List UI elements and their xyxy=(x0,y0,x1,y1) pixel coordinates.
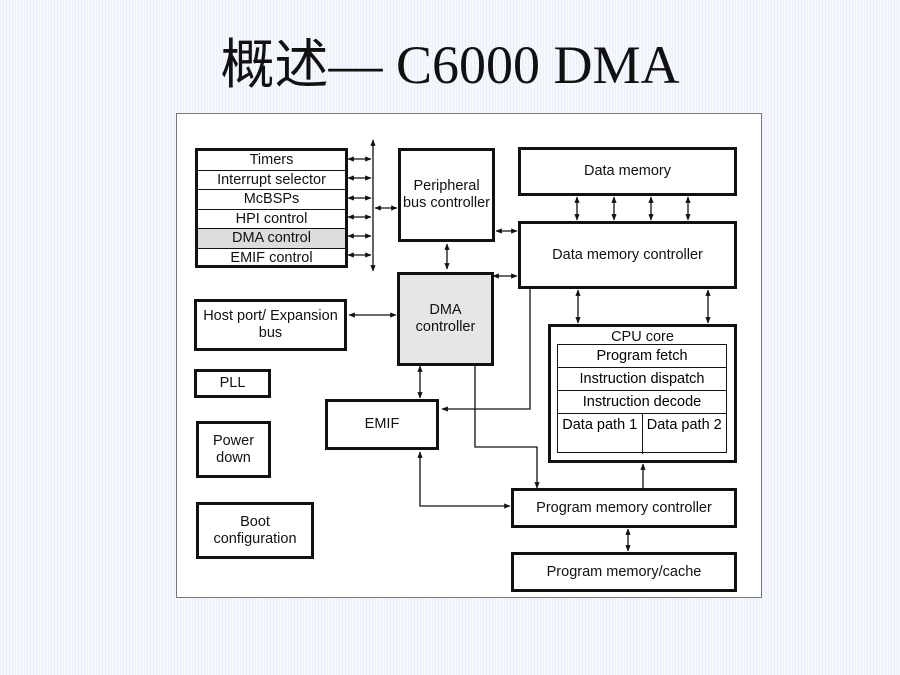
data-memory-box: Data memory xyxy=(518,147,737,196)
stack-item-timers: Timers xyxy=(198,151,345,171)
pll-label: PLL xyxy=(219,375,246,391)
dma-controller-box: DMA controller xyxy=(397,272,494,366)
peripheral-register-stack: Timers Interrupt selector McBSPs HPI con… xyxy=(195,148,348,268)
data-path-1: Data path 1 xyxy=(558,414,643,454)
program-memory-controller-label: Program memory controller xyxy=(536,499,712,516)
cpu-core-title: CPU core xyxy=(611,329,674,345)
stack-item-dma-control: DMA control xyxy=(198,229,345,249)
dma-controller-label: DMA controller xyxy=(415,302,476,335)
data-path-2: Data path 2 xyxy=(646,417,722,433)
boot-configuration-box: Boot configuration xyxy=(196,502,314,559)
program-memory-controller-box: Program memory controller xyxy=(511,488,737,528)
instruction-dispatch-stage: Instruction dispatch xyxy=(558,368,726,391)
stack-item-mcbsps: McBSPs xyxy=(198,190,345,210)
boot-configuration-label: Boot configuration xyxy=(213,513,297,547)
power-down-label: Power down xyxy=(212,432,255,466)
program-memory-cache-box: Program memory/cache xyxy=(511,552,737,592)
emif-box: EMIF xyxy=(325,399,439,450)
program-fetch-stage: Program fetch xyxy=(558,345,726,368)
cpu-core-pipeline: Program fetch Instruction dispatch Instr… xyxy=(557,344,727,454)
pll-box: PLL xyxy=(194,369,271,398)
data-paths: Data path 1 Data path 2 xyxy=(558,414,726,454)
slide-title: 概述— C6000 DMA xyxy=(220,35,680,95)
peripheral-bus-controller-label: Peripheral bus controller xyxy=(402,178,491,211)
host-port-label: Host port/ Expansion bus xyxy=(203,308,338,341)
stack-item-interrupt-selector: Interrupt selector xyxy=(198,171,345,190)
data-memory-controller-box: Data memory controller xyxy=(518,221,737,289)
stack-item-hpi-control: HPI control xyxy=(198,210,345,229)
diagram-connectors xyxy=(347,139,711,552)
power-down-box: Power down xyxy=(196,421,271,478)
instruction-decode-stage: Instruction decode xyxy=(558,391,726,414)
peripheral-bus-controller-box: Peripheral bus controller xyxy=(398,148,495,242)
emif-label: EMIF xyxy=(364,416,400,432)
data-memory-label: Data memory xyxy=(583,163,672,179)
dma-block-diagram: Timers Interrupt selector McBSPs HPI con… xyxy=(176,113,762,598)
host-port-box: Host port/ Expansion bus xyxy=(194,299,347,351)
program-memory-cache-label: Program memory/cache xyxy=(546,563,702,580)
stack-item-emif-control: EMIF control xyxy=(230,249,313,266)
data-memory-controller-label: Data memory controller xyxy=(552,246,703,263)
